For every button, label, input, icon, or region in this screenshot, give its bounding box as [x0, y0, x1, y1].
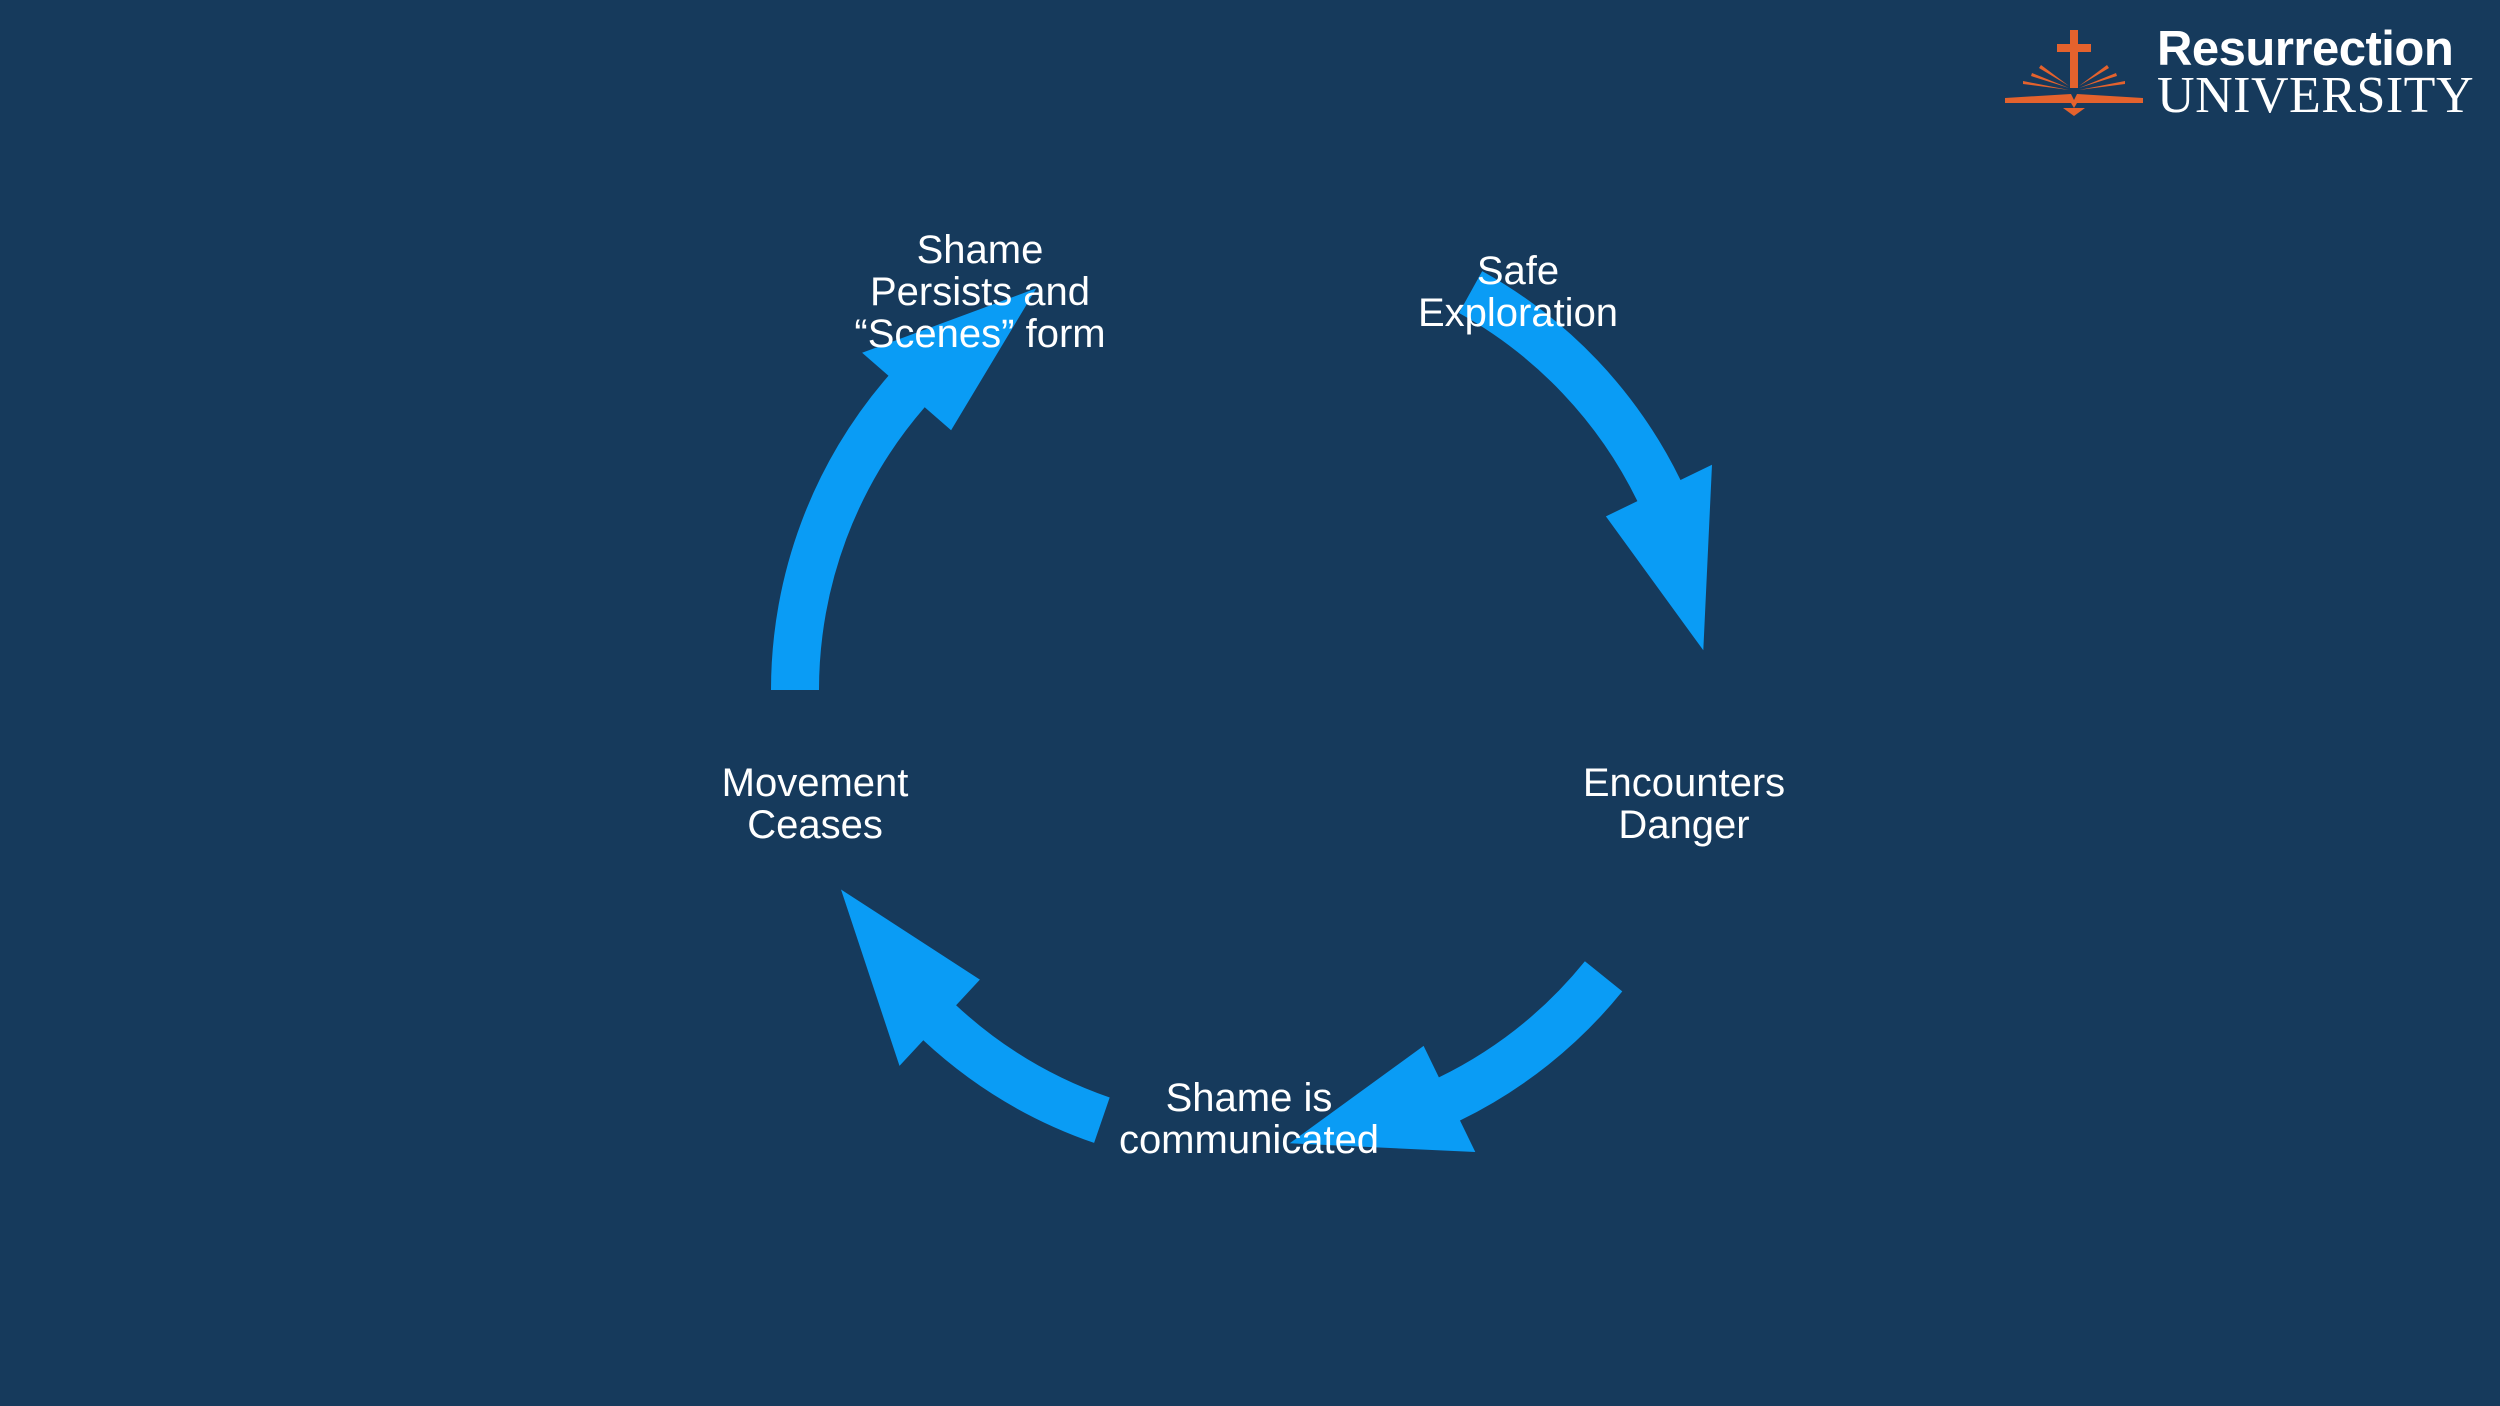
arrow-safe-to-danger — [1459, 271, 1712, 651]
node-shame-persists: Shame Persists and “Scenes” form — [854, 228, 1106, 356]
cross-open-book-icon — [2005, 30, 2144, 116]
logo-subtitle: UNIVERSITY — [2157, 67, 2474, 124]
university-logo: Resurrection UNIVERSITY — [2001, 22, 2474, 124]
node-shame-is-communicated: Shame is communicated — [1118, 1076, 1380, 1162]
logo-name: Resurrection — [2157, 22, 2454, 76]
cycle-arrows — [770, 271, 1712, 1152]
arrow-shame-to-movement — [841, 889, 1110, 1143]
arrow-movement-to-persists — [770, 288, 1037, 690]
arrow-danger-to-shame — [1289, 961, 1623, 1152]
node-safe-exploration: Safe Exploration — [1417, 249, 1619, 335]
node-encounters-danger: Encounters Danger — [1582, 761, 1786, 847]
node-movement-ceases: Movement Ceases — [721, 761, 909, 847]
